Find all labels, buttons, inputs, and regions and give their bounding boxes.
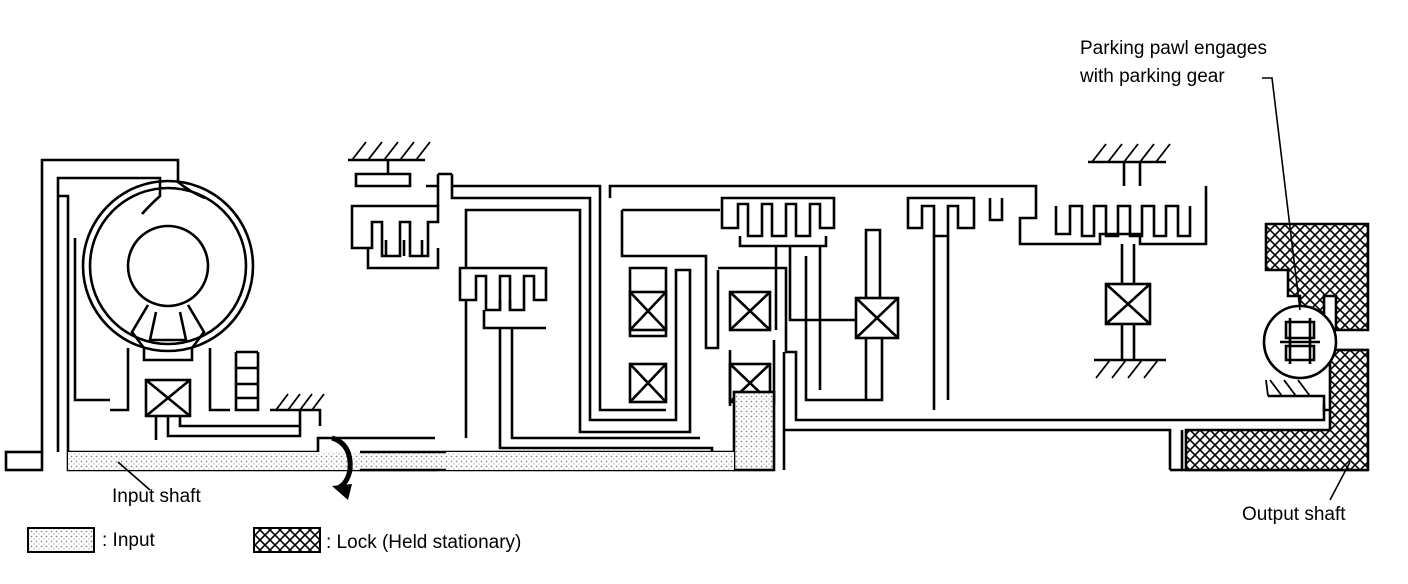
legend-lock-label: : Lock (Held stationary) <box>326 532 522 553</box>
rear-output-planetary <box>1054 162 1192 238</box>
input-shaft-label: Input shaft <box>112 486 201 507</box>
torque-converter <box>81 179 255 412</box>
output-shaft-label: Output shaft <box>1242 504 1346 525</box>
legend <box>27 527 321 553</box>
callout-leader-line <box>1262 77 1301 311</box>
one-way-clutch-right <box>1104 244 1152 360</box>
front-ground-top <box>348 141 431 188</box>
callout-line-1: Parking pawl engages <box>1080 38 1267 59</box>
callout-line-2: with parking gear <box>1080 66 1225 87</box>
curved-rotation-arrow-icon <box>331 435 353 500</box>
rear-planetary-gear <box>906 196 1004 410</box>
ground-top-right <box>1088 143 1171 164</box>
legend-lock-swatch <box>253 527 321 553</box>
ground-bottom-right <box>1094 358 1166 379</box>
ground-near-parking <box>1265 379 1311 397</box>
legend-input-swatch <box>27 527 95 553</box>
parking-pawl <box>1262 304 1338 380</box>
oil-pump-stack <box>234 350 260 412</box>
input-shaft <box>4 436 448 472</box>
center-clutch-group <box>608 184 1326 470</box>
output-shaft-leader-line <box>1329 461 1351 501</box>
intermediate-input-shaft <box>732 390 776 472</box>
legend-input-label: : Input <box>102 530 155 551</box>
front-planetary-gear <box>720 196 880 330</box>
ground-near-pump <box>270 393 325 426</box>
converter-one-way-clutch <box>144 378 302 440</box>
lock-transmission-case <box>1184 222 1370 472</box>
front-clutch-drums <box>350 172 692 438</box>
planet-carrier-clutch <box>804 228 900 402</box>
input-shaft-leader-line <box>117 461 151 491</box>
